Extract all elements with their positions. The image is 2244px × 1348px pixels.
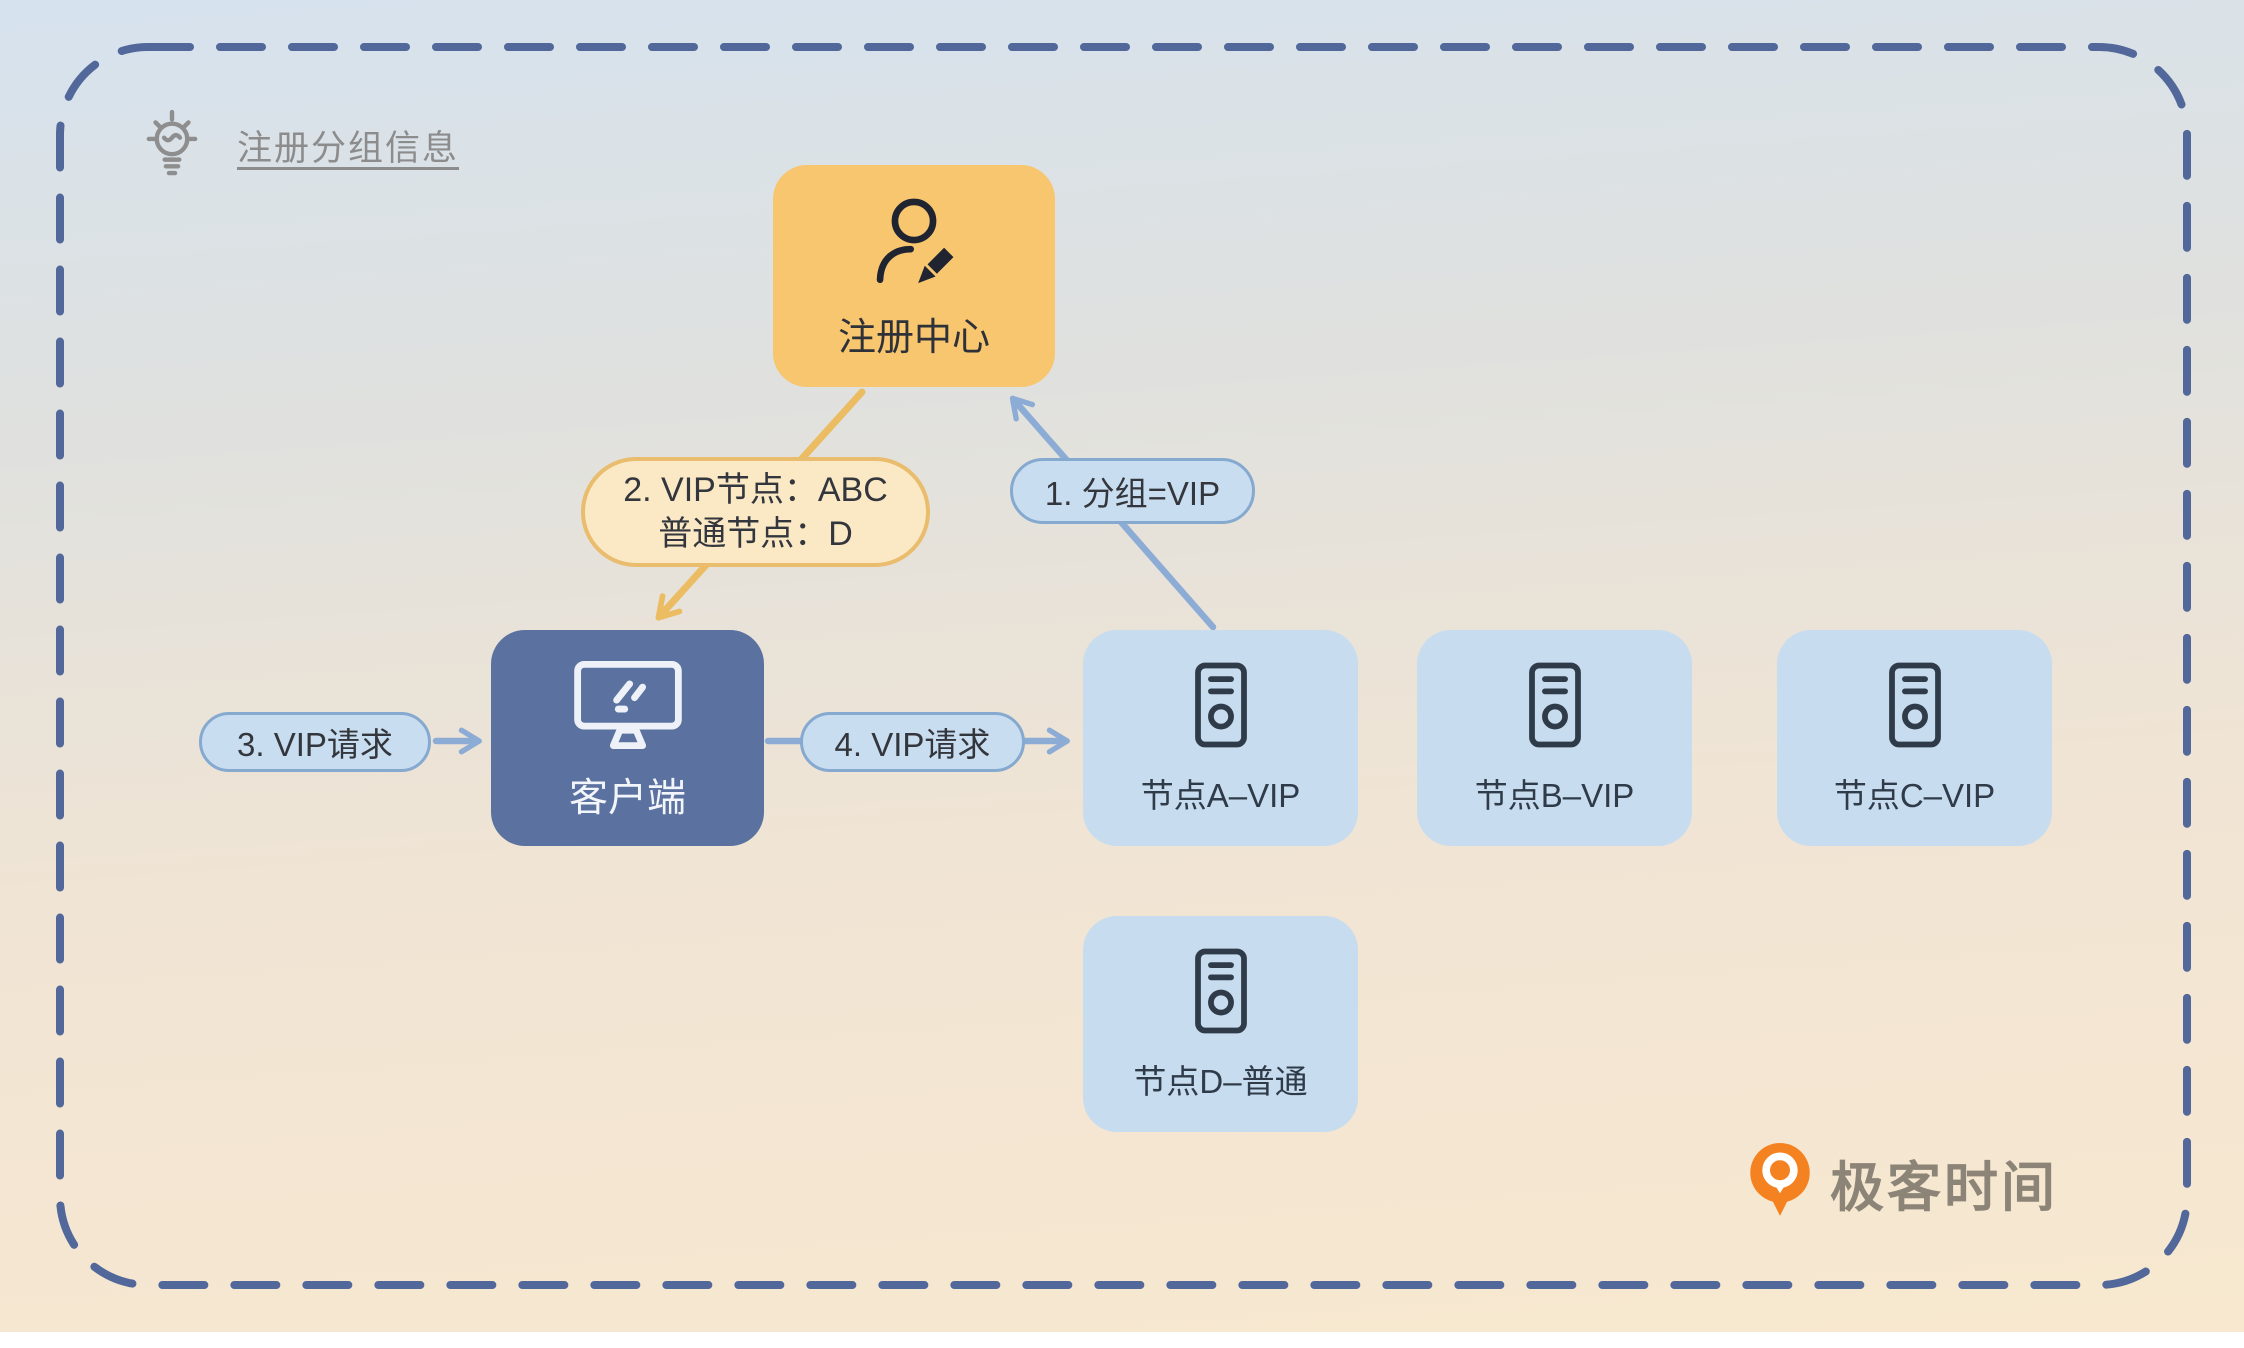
node-a-label: 节点A–VIP (1140, 777, 1301, 814)
annotation-step1-pill: 1. 分组=VIP (1010, 458, 1255, 524)
node-b-box: 节点B–VIP (1417, 630, 1692, 846)
diagram-title: 注册分组信息 (237, 128, 460, 168)
bottom-strip (0, 1332, 2244, 1348)
node-c-label: 节点C–VIP (1833, 777, 1996, 814)
annotation-step2-line2: 普通节点：D (658, 515, 853, 553)
user-edit-icon (876, 198, 954, 283)
brand-name: 极客时间 (1830, 1157, 2058, 1218)
idea-bulb-icon (146, 109, 198, 176)
diagram-header: 注册分组信息 (133, 106, 459, 184)
registry-center-box: 注册中心 (773, 165, 1055, 387)
node-c-box: 节点C–VIP (1777, 630, 2052, 846)
geektime-logo-icon (1750, 1143, 1810, 1216)
annotation-step4-pill: 4. VIP请求 (800, 712, 1025, 772)
dashed-border (56, 43, 2191, 1289)
brand: 极客时间 (1748, 1142, 2058, 1222)
registry-label: 注册中心 (837, 316, 990, 359)
server-icon (1888, 662, 1941, 748)
node-b-label: 节点B–VIP (1474, 777, 1635, 814)
node-d-box: 节点D–普通 (1083, 916, 1358, 1132)
annotation-step2-note: 2. VIP节点：ABC 普通节点：D (581, 457, 930, 567)
annotation-step2-line1: 2. VIP节点：ABC (623, 470, 888, 509)
monitor-icon (573, 660, 682, 750)
node-a-box: 节点A–VIP (1083, 630, 1358, 846)
server-icon (1528, 662, 1581, 748)
client-box: 客户端 (491, 630, 764, 846)
server-icon (1194, 948, 1247, 1034)
server-icon (1194, 662, 1247, 748)
node-d-label: 节点D–普通 (1133, 1063, 1308, 1100)
client-label: 客户端 (568, 777, 686, 820)
annotation-step3-pill: 3. VIP请求 (199, 712, 431, 772)
